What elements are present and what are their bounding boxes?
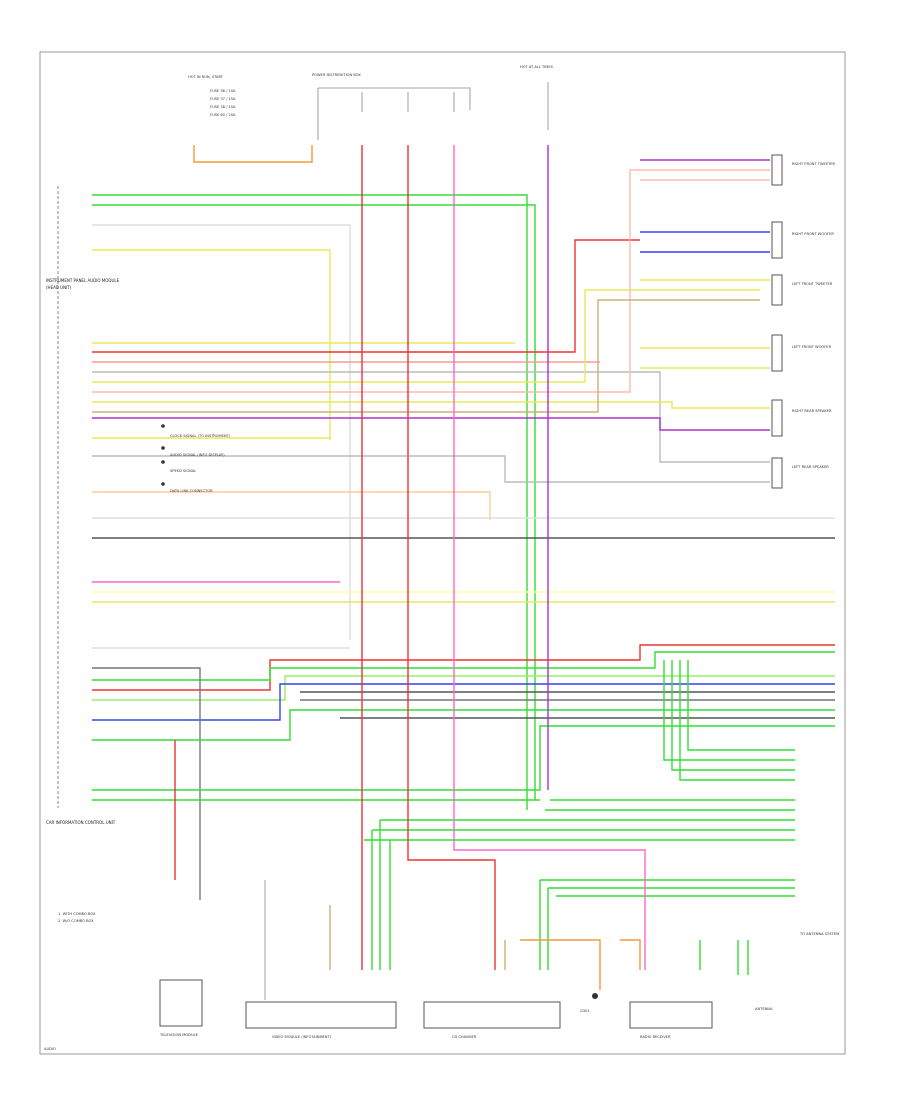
left-audio-module: INSTRUMENT PANEL AUDIO MODULE (HEAD UNIT… (46, 186, 120, 825)
vertical-feeds (174, 145, 646, 970)
top-fuse-label-b: FUSE 36 / 10A (210, 89, 236, 93)
top-power-dist-label: POWER DISTRIBUTION BOX (312, 73, 361, 77)
speaker-lr-box (771, 457, 783, 489)
c4-wire-2 (620, 939, 641, 970)
module-title: INSTRUMENT PANEL AUDIO MODULE (46, 278, 120, 283)
speakers: RIGHT FRONT TWEETER RIGHT FRONT WOOFER L… (640, 154, 836, 489)
top-fuse-label-c: FUSE 37 / 15A (210, 97, 236, 101)
tap-2 (671, 660, 795, 771)
page-label: AUDIO (44, 1047, 56, 1051)
top-hot-label: HOT AT ALL TIMES (520, 65, 554, 69)
wire-green-1 (92, 194, 528, 810)
component-antenna-label: ANTENNA (755, 1007, 773, 1011)
right-bus (364, 660, 795, 897)
wire-purple-1 (92, 417, 770, 431)
speaker-lf-box (771, 274, 783, 306)
wire-red-1 (92, 239, 640, 353)
module-bottom-label: CAR INFORMATION CONTROL UNIT (46, 820, 116, 825)
speaker-rr-label: RIGHT REAR SPEAKER (792, 409, 832, 413)
wire-green-2 (92, 204, 536, 800)
ground-symbol (592, 993, 598, 999)
component-television-label: TELEVISION MODULE (159, 1033, 199, 1037)
note-dot-4 (161, 482, 165, 486)
wire-red-2 (92, 644, 835, 691)
wire-pink-2 (92, 169, 770, 393)
bottom-right-label: TO ANTENNA SYSTEM (799, 932, 839, 936)
top-fuse-label-a: HOT IN RUN, START (188, 75, 224, 79)
wire-blue-1 (92, 683, 835, 721)
wire-gray-2 (92, 455, 770, 483)
note-1: 1. WITH COMBO BOX (58, 912, 96, 916)
wire-yellow-3 (92, 289, 760, 383)
tap-4 (687, 660, 795, 751)
center-note-2: AUDIO SIGNAL (INFO DISPLAY) (170, 453, 225, 457)
wire-white-1 (92, 224, 351, 640)
fuse-bus (318, 87, 471, 110)
speaker-rr-box (771, 399, 783, 437)
center-notes: CLOCK SIGNAL (TO INSTRUMENT) AUDIO SIGNA… (161, 424, 231, 493)
center-note-3: SPEED SIGNAL (170, 469, 196, 473)
wire-green-3 (92, 651, 835, 681)
bottom-components: TELEVISION MODULE VIDEO MODULE (INFOTAIN… (58, 820, 839, 1039)
wire-tan-1 (92, 299, 760, 413)
note-dot-1 (161, 424, 165, 428)
feed-red-2 (407, 145, 496, 970)
component-television-box (159, 979, 203, 1027)
wire-lime-1 (92, 675, 835, 701)
wire-green-4 (92, 709, 835, 741)
component-cd-label: CD CHANGER (452, 1035, 477, 1039)
speaker-lf-label: LEFT FRONT TWEETER (792, 282, 833, 286)
center-note-1: CLOCK SIGNAL (TO INSTRUMENT) (170, 434, 231, 438)
horizontal-wires (92, 169, 835, 900)
note-2: 2. W/O COMBO BOX (58, 919, 94, 923)
wire-peach-1 (92, 491, 491, 520)
component-radio-box (629, 1001, 713, 1029)
wire-yellow-1 (92, 249, 331, 440)
center-note-4: DATA LINK CONNECTOR (170, 489, 213, 493)
speaker-rf-box (771, 154, 783, 186)
wire-gray-1 (92, 371, 770, 463)
top-fuse-label-d: FUSE 38 / 15A (210, 105, 236, 109)
speaker-lr-label: LEFT REAR SPEAKER (792, 465, 829, 469)
component-video-box (245, 1001, 397, 1029)
speaker-lfw-label: LEFT FRONT WOOFER (792, 345, 832, 349)
top-fuse-label-e: FUSE 60 / 20A (210, 113, 236, 117)
wire-yellow-4 (92, 401, 770, 409)
feed-pink-1 (453, 145, 646, 970)
wire-gray-3 (92, 667, 201, 900)
module-subtitle: (HEAD UNIT) (46, 285, 72, 290)
orange-feed (193, 145, 313, 163)
speaker-rfw-box (771, 221, 783, 259)
diagram-border (39, 51, 846, 1055)
tap-3 (679, 660, 795, 781)
ground-label: G301 (580, 1009, 590, 1013)
note-dot-3 (161, 460, 165, 464)
top-power-section: HOT IN RUN, START FUSE 36 / 10A FUSE 37 … (188, 65, 554, 163)
speaker-rfw-label: RIGHT FRONT WOOFER (792, 232, 834, 236)
tap-1 (663, 660, 795, 761)
component-radio-label: RADIO RECEIVER (640, 1035, 671, 1039)
c3-wire-4 (520, 939, 601, 990)
speaker-lfw-box (771, 334, 783, 372)
note-dot-2 (161, 446, 165, 450)
speaker-rf-label: RIGHT FRONT TWEETER (792, 162, 836, 166)
component-cd-box (423, 1001, 561, 1029)
component-video-label: VIDEO MODULE (INFOTAINMENT) (272, 1035, 332, 1039)
